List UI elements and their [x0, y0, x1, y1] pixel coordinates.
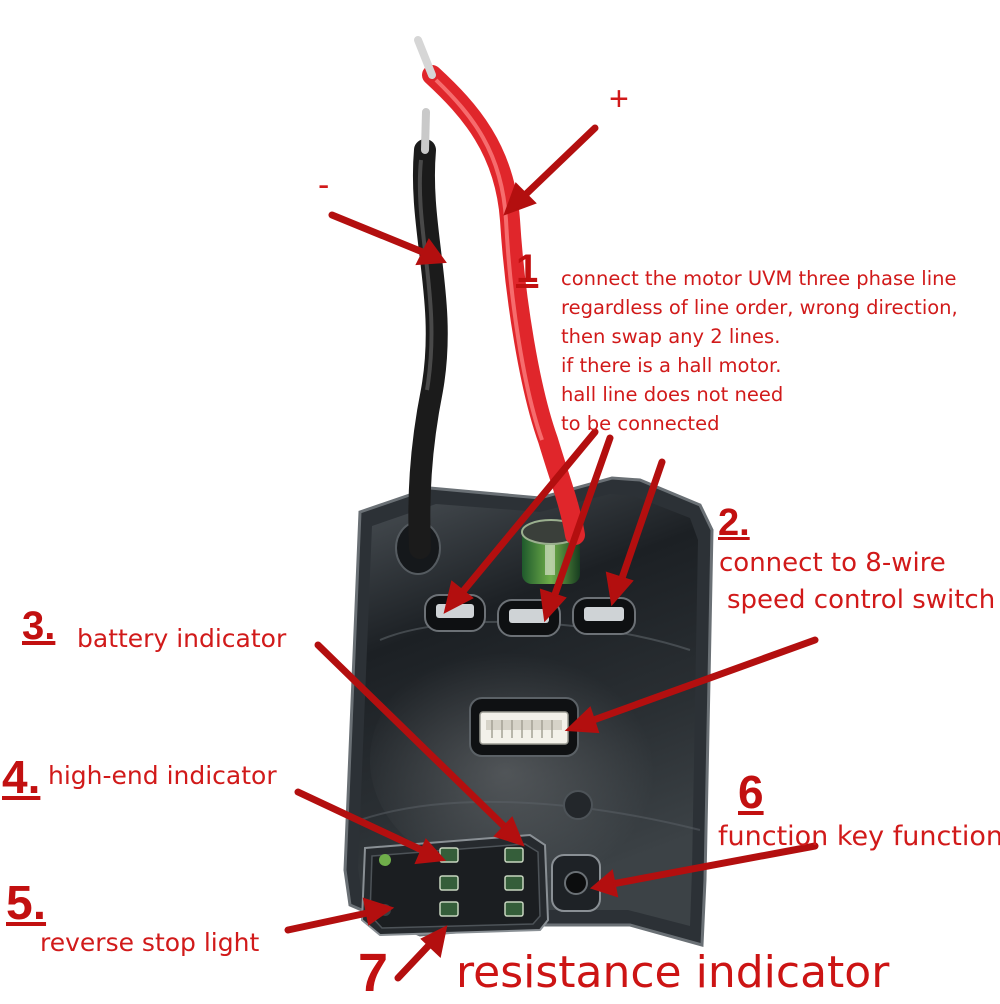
- arrow-function-key: [589, 842, 819, 898]
- arrow-phase-right: [605, 458, 666, 607]
- callout-3-label: battery indicator: [77, 624, 287, 653]
- arrow-resistance-indicator: [394, 925, 448, 982]
- arrow-positive: [503, 124, 599, 216]
- callout-2-line: connect to 8-wire: [719, 548, 946, 578]
- arrow-reverse-stop-light: [284, 897, 395, 934]
- callout-1-line: hall line does not need: [561, 383, 784, 406]
- callout-2-number: 2.: [718, 502, 750, 544]
- callout-4-number: 4.: [2, 751, 41, 803]
- black-wire-negative: [408, 108, 448, 559]
- callout-3-number: 3.: [22, 604, 56, 648]
- callout-1-number: 1: [516, 247, 539, 291]
- callout-6-label: function key function: [718, 821, 1000, 852]
- arrow-phase-left: [443, 428, 599, 614]
- callout-7-number: 7: [358, 943, 389, 1003]
- callout-5-label: reverse stop light: [40, 928, 260, 957]
- arrow-negative: [328, 211, 447, 266]
- indicator-panel: [360, 833, 550, 937]
- speed-switch-connector: [469, 697, 579, 757]
- arrow-speed-switch: [564, 636, 819, 734]
- callout-1-note: connect the motor UVM three phase line r…: [561, 264, 1000, 438]
- callout-5-number: 5.: [6, 877, 47, 930]
- annotation-arrows: [284, 124, 819, 982]
- callout-7-label: resistance indicator: [456, 947, 890, 998]
- minus-sign: -: [318, 166, 330, 204]
- callout-1-line: then swap any 2 lines.: [561, 325, 781, 348]
- arrow-high-end-indicator: [294, 788, 447, 865]
- callout-1-line: if there is a hall motor.: [561, 354, 782, 377]
- callout-6-number: 6: [738, 766, 764, 818]
- callout-1-line: connect the motor UVM three phase line: [561, 267, 957, 290]
- arrow-battery-indicator: [314, 641, 525, 847]
- callout-2-line: speed control switch: [727, 585, 996, 615]
- arrow-phase-middle: [539, 434, 614, 623]
- function-key: [551, 854, 601, 912]
- callout-1-line: to be connected: [561, 412, 720, 435]
- callout-1-line: regardless of line order, wrong directio…: [561, 296, 958, 319]
- mounting-bump: [563, 790, 593, 820]
- callout-4-label: high-end indicator: [48, 761, 277, 790]
- plus-sign: +: [609, 80, 629, 118]
